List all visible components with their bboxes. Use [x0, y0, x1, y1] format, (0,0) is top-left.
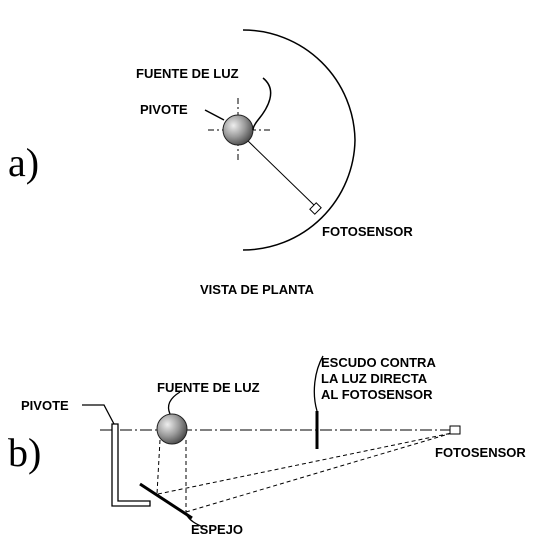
mirror [139, 482, 193, 520]
panel-a: a) FUENTE DE LUZ PIVOTE FOTOSENSOR VISTA… [8, 29, 413, 297]
light-source-label: FUENTE DE LUZ [136, 66, 239, 81]
panel-b: b) PIVOTE FUENTE DE LUZ ESCUDO CONTRA LA… [8, 355, 526, 537]
rotation-arc [242, 29, 356, 251]
view-caption: VISTA DE PLANTA [200, 282, 314, 297]
pivot-arm [245, 138, 317, 208]
pivot-leader [204, 109, 225, 121]
light-source-sphere [222, 114, 254, 146]
light-rays [156, 432, 453, 513]
photosensor-box-b [449, 425, 461, 435]
panel-a-letter: a) [8, 140, 39, 185]
light-source-label-b: FUENTE DE LUZ [157, 380, 260, 395]
light-source-sphere-b [156, 413, 188, 445]
panel-b-letter: b) [8, 430, 41, 475]
shield-label-line-1: ESCUDO CONTRA [321, 355, 436, 370]
mirror-label: ESPEJO [191, 522, 243, 537]
photosensor-label: FOTOSENSOR [322, 224, 413, 239]
mirror-leader [185, 513, 204, 528]
pivot-bracket [111, 423, 151, 507]
photosensor-box [309, 202, 322, 215]
pivot-label: PIVOTE [140, 102, 188, 117]
photosensor-label-b: FOTOSENSOR [435, 445, 526, 460]
pivot-label-b: PIVOTE [21, 398, 69, 413]
shield-label-line-3: AL FOTOSENSOR [321, 387, 433, 402]
shield-leader [313, 355, 324, 412]
shield-label-line-2: LA LUZ DIRECTA [321, 371, 428, 386]
pivot-leader-b [82, 404, 115, 425]
light-source-leader-b [167, 391, 181, 415]
light-source-leader [252, 77, 272, 131]
